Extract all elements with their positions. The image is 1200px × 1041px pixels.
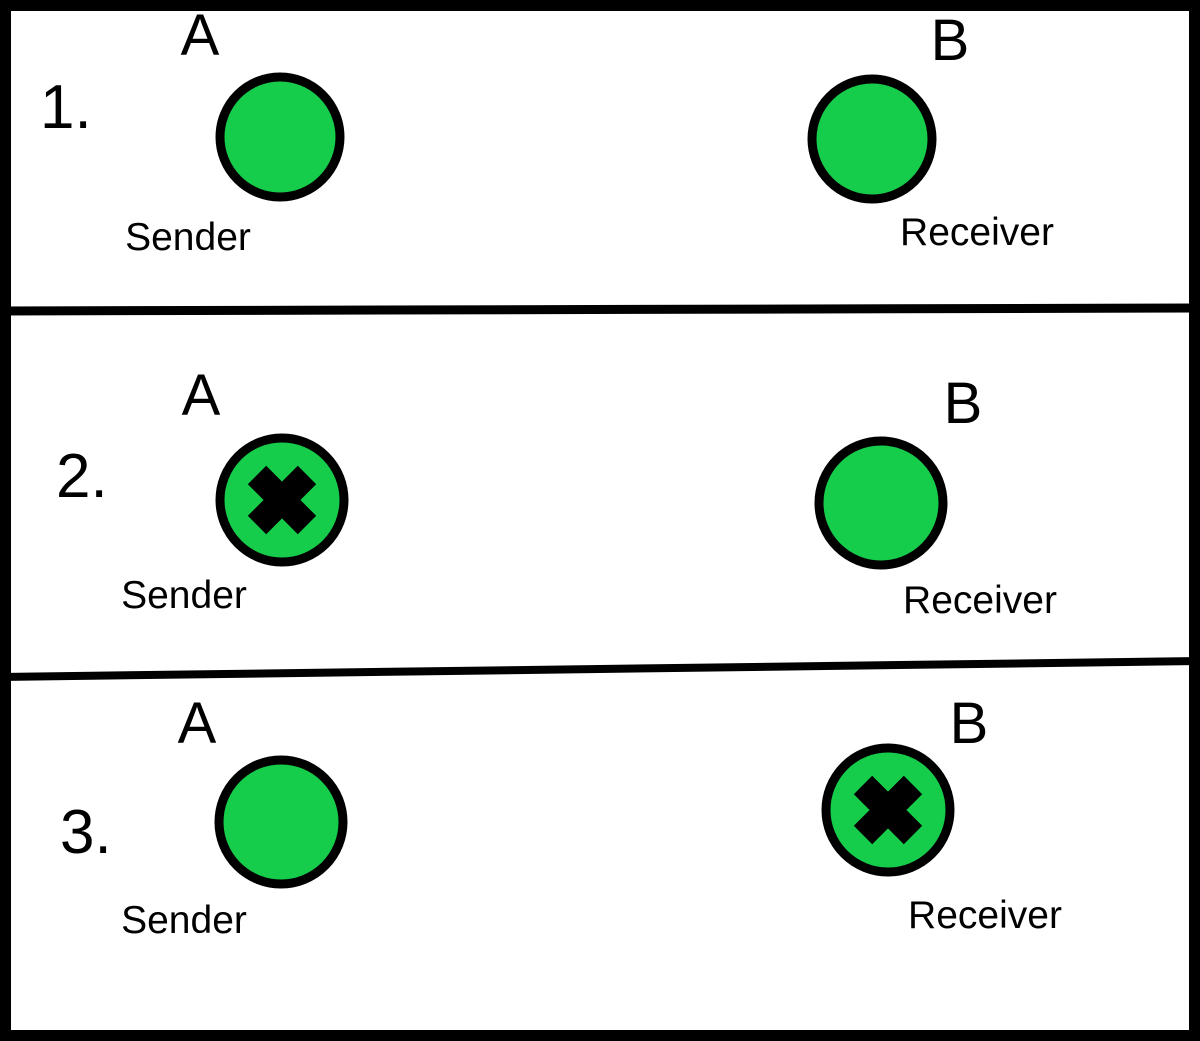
node-label: B xyxy=(950,691,989,756)
node-label: A xyxy=(178,691,217,756)
node-role-label: Sender xyxy=(125,216,251,259)
node-label: A xyxy=(181,3,220,68)
node-role-label: Receiver xyxy=(908,894,1062,937)
node-role-label: Sender xyxy=(121,574,247,617)
node-role-label: Sender xyxy=(121,899,247,942)
node-b: B Receiver xyxy=(821,691,1062,937)
node-circle xyxy=(215,72,345,202)
panel-3: 3. A Sender B Receiver xyxy=(60,691,1062,942)
node-label: B xyxy=(931,8,970,73)
node-a: A Sender xyxy=(121,691,348,942)
node-role-label: Receiver xyxy=(900,211,1054,254)
node-a: A Sender xyxy=(125,3,345,259)
panel-number: 1. xyxy=(40,73,92,142)
node-label: A xyxy=(182,363,221,428)
panel-number: 2. xyxy=(56,442,108,511)
panel-2: 2. A Sender B Receiver xyxy=(56,363,1057,622)
x-mark-icon xyxy=(853,775,923,845)
node-b: B Receiver xyxy=(807,8,1054,254)
panel-1: 1. A Sender B Receiver xyxy=(40,3,1054,259)
x-mark-icon xyxy=(247,465,317,535)
node-a: A Sender xyxy=(121,363,349,617)
node-b: B Receiver xyxy=(814,371,1057,622)
panel-number: 3. xyxy=(60,798,112,867)
node-circle xyxy=(214,755,348,889)
node-label: B xyxy=(944,371,983,436)
panel-separator-2-3 xyxy=(0,657,1200,681)
panel-separator-1-2 xyxy=(0,303,1200,316)
node-circle xyxy=(814,436,948,570)
node-circle xyxy=(807,74,937,204)
node-role-label: Receiver xyxy=(903,579,1057,622)
